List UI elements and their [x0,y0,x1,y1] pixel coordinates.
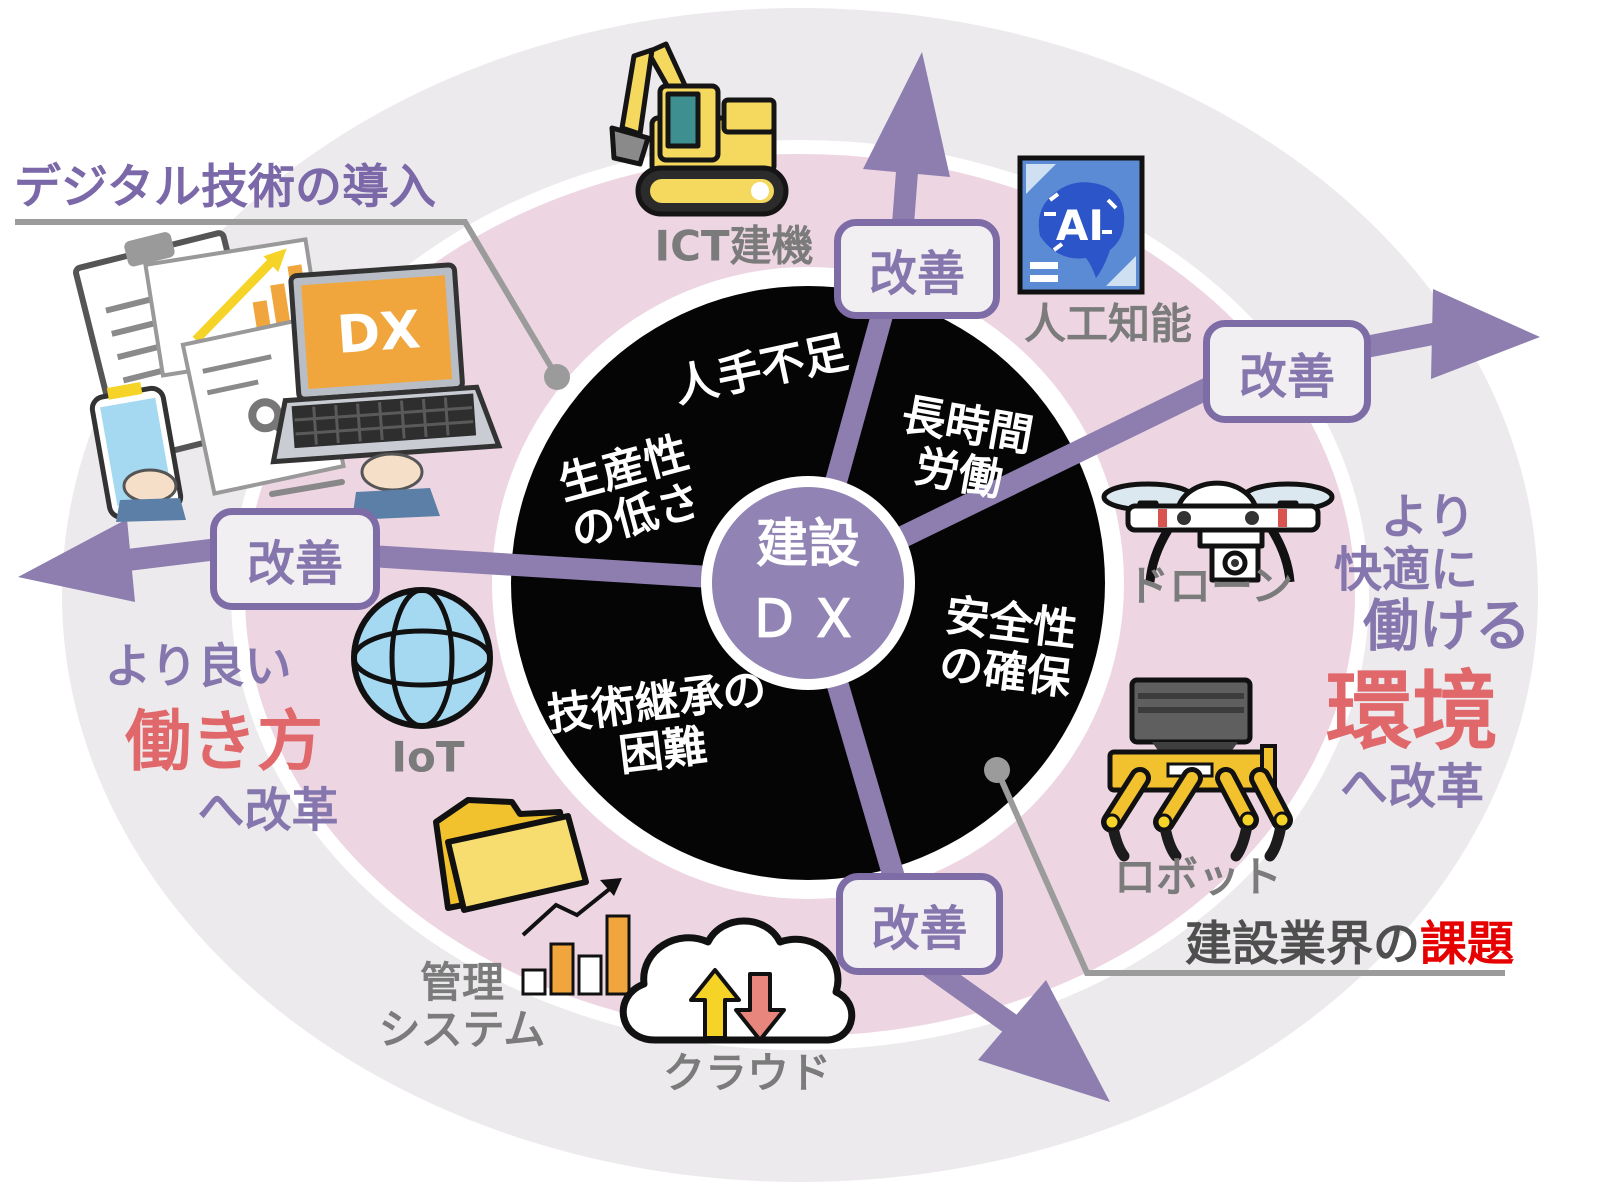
ai-icon [1017,155,1145,295]
improve-badge-bottom: 改善 [836,873,1003,975]
callout-dot-right [984,757,1010,783]
goal-right-line2: 快適に [1333,542,1479,599]
cloud-icon [619,917,856,1044]
goal-left-line1: より良い [104,639,292,695]
industry-issues-caption: 建設業界の課題 [1185,905,1514,974]
download-arrow-icon [734,972,786,1042]
digital-tools-illustration [73,230,503,522]
goal-left-line3: へ改革 [197,783,339,839]
globe-icon [351,587,493,729]
improve-badge-top: 改善 [834,219,1000,319]
tech-label-drone: ドローン [1127,561,1293,611]
issues-prefix: 建設業界の [1185,917,1420,972]
center-circle [712,487,904,679]
tech-label-ict-machinery: ICT建機 [654,221,814,271]
ai-icon-text: AI [1056,201,1104,250]
goal-left-line2: 働き方 [125,703,323,781]
improve-badge-right: 改善 [1203,320,1371,423]
improvement-arrows [18,52,1540,1102]
robot-legs [1101,767,1293,862]
goal-right-line3: 働ける [1363,594,1531,660]
dx-laptop [270,262,503,465]
excavator-icon [609,41,789,217]
growth-chart-icon [521,878,631,996]
callout-lines [15,219,1505,976]
robot-icon [1101,677,1293,862]
improve-badge-left: 改善 [210,508,380,610]
tech-label-management-system: 管理 システム [378,957,546,1054]
goal-right-line5: へ改革 [1339,759,1485,816]
tech-label-ai: 人工知能 [1023,299,1193,349]
dx-screen-text: DX [335,300,422,366]
tech-label-cloud: クラウド [662,1048,832,1098]
tech-label-iot: IoT [391,732,465,782]
center-line1: 建設 [755,514,861,575]
goal-right-line1: より [1380,489,1476,546]
goal-right-line4: 環境 [1326,661,1498,762]
center-dx-label: 建設 ＤＸ [748,508,868,659]
issues-highlight: 課題 [1420,917,1514,972]
digital-adoption-title: デジタル技術の導入 [14,160,437,215]
upload-arrow-icon [689,968,741,1040]
callout-dot-left [544,364,570,390]
tech-label-robot: ロボット [1113,852,1283,902]
folder-icon [433,797,589,913]
challenge-safety: 安全性 の確保 [936,590,1080,706]
drone-icon [1101,480,1335,583]
center-line2: ＤＸ [747,590,869,650]
